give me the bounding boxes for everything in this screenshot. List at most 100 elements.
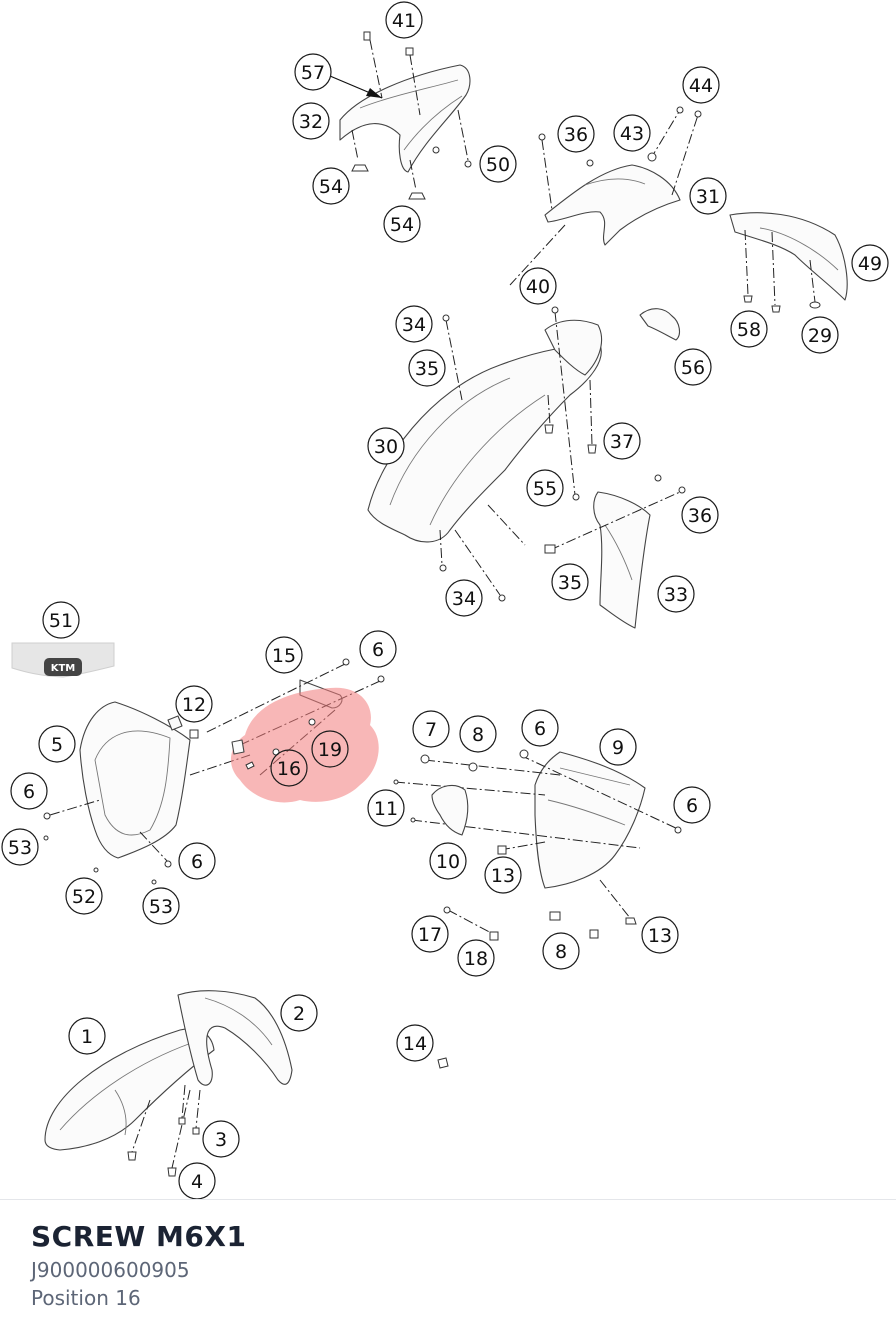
callout-label: 40 xyxy=(526,276,550,298)
callout-c43[interactable]: 43 xyxy=(613,114,651,152)
rear-bracket-part xyxy=(509,109,699,286)
callout-c3[interactable]: 3 xyxy=(202,1120,240,1158)
callout-c51[interactable]: 51 xyxy=(42,601,80,639)
callout-circle xyxy=(265,636,303,674)
callout-c6c[interactable]: 6 xyxy=(178,842,216,880)
callout-c52[interactable]: 52 xyxy=(65,877,103,915)
callout-c33[interactable]: 33 xyxy=(657,575,695,613)
callout-c53b[interactable]: 53 xyxy=(142,887,180,925)
callout-c14[interactable]: 14 xyxy=(396,1024,434,1062)
callout-c18[interactable]: 18 xyxy=(457,939,495,977)
callout-circle xyxy=(68,1017,106,1055)
callout-c12[interactable]: 12 xyxy=(175,685,213,723)
callout-circle xyxy=(10,772,48,810)
callout-label: 55 xyxy=(533,478,557,500)
callout-c19[interactable]: 19 xyxy=(311,730,349,768)
callout-c44[interactable]: 44 xyxy=(682,66,720,104)
callout-label: 15 xyxy=(272,645,296,667)
fender-bracket-part xyxy=(127,990,293,1177)
callout-c58[interactable]: 58 xyxy=(730,310,768,348)
callout-c7[interactable]: 7 xyxy=(412,710,450,748)
callout-c55[interactable]: 55 xyxy=(526,469,564,507)
callout-circle xyxy=(411,915,449,953)
callout-label: 6 xyxy=(686,795,698,817)
callout-c4[interactable]: 4 xyxy=(178,1162,216,1200)
callout-c40[interactable]: 40 xyxy=(519,267,557,305)
callout-c1[interactable]: 1 xyxy=(68,1017,106,1055)
callout-circle xyxy=(294,53,332,91)
callout-c30[interactable]: 30 xyxy=(367,427,405,465)
callout-c16[interactable]: 16 xyxy=(270,749,308,787)
callout-c8a[interactable]: 8 xyxy=(459,715,497,753)
callout-label: 18 xyxy=(464,948,488,970)
callout-c36a[interactable]: 36 xyxy=(557,115,595,153)
part-title: SCREW M6X1 xyxy=(31,1220,247,1253)
ktm-sticker-part: KTM xyxy=(11,642,115,678)
callout-label: 5 xyxy=(51,734,63,756)
part-position: Position 16 xyxy=(31,1286,141,1310)
callout-circle xyxy=(202,1120,240,1158)
callout-c49[interactable]: 49 xyxy=(851,244,889,282)
callout-circle xyxy=(65,877,103,915)
callout-c29[interactable]: 29 xyxy=(801,316,839,354)
callout-c6b[interactable]: 6 xyxy=(10,772,48,810)
callout-circle xyxy=(603,422,641,460)
callout-c41[interactable]: 41 xyxy=(385,1,423,39)
callout-circle xyxy=(359,630,397,668)
callout-c54b[interactable]: 54 xyxy=(383,205,421,243)
callout-c36b[interactable]: 36 xyxy=(681,496,719,534)
callout-circle xyxy=(367,427,405,465)
callout-circle xyxy=(484,856,522,894)
callout-c54a[interactable]: 54 xyxy=(312,167,350,205)
callout-c15[interactable]: 15 xyxy=(265,636,303,674)
callout-circle xyxy=(681,496,719,534)
callout-circle xyxy=(551,563,589,601)
tail-light-part xyxy=(676,106,848,313)
callout-label: 6 xyxy=(534,718,546,740)
callout-circle xyxy=(1,828,39,866)
callout-c13a[interactable]: 13 xyxy=(484,856,522,894)
callout-circle xyxy=(38,725,76,763)
callout-c53a[interactable]: 53 xyxy=(1,828,39,866)
callout-circle xyxy=(673,786,711,824)
callout-circle xyxy=(682,66,720,104)
part-info-footer: SCREW M6X1 J900000600905 Position 16 xyxy=(0,1199,896,1336)
callout-c6e[interactable]: 6 xyxy=(673,786,711,824)
callout-c2[interactable]: 2 xyxy=(280,994,318,1032)
callout-c9[interactable]: 9 xyxy=(599,728,637,766)
callout-c34a[interactable]: 34 xyxy=(395,305,433,343)
callout-c6d[interactable]: 6 xyxy=(521,709,559,747)
callout-c50[interactable]: 50 xyxy=(479,145,517,183)
callout-circle xyxy=(542,932,580,970)
exploded-parts-diagram: KTM xyxy=(1,1,889,1200)
callout-circle xyxy=(521,709,559,747)
callout-c6a[interactable]: 6 xyxy=(359,630,397,668)
callout-label: 6 xyxy=(372,639,384,661)
callout-label: 36 xyxy=(688,505,712,527)
callout-c56[interactable]: 56 xyxy=(674,348,712,386)
callout-c34b[interactable]: 34 xyxy=(445,579,483,617)
callout-label: 17 xyxy=(418,924,442,946)
callout-label: 49 xyxy=(858,253,882,275)
callout-c57[interactable]: 57 xyxy=(294,53,332,91)
callout-c10[interactable]: 10 xyxy=(429,842,467,880)
callout-c35a[interactable]: 35 xyxy=(408,349,446,387)
callout-c37[interactable]: 37 xyxy=(603,422,641,460)
callout-c11[interactable]: 11 xyxy=(367,789,405,827)
callout-label: 6 xyxy=(191,851,203,873)
seat-cowl-part xyxy=(329,31,472,200)
callout-c17[interactable]: 17 xyxy=(411,915,449,953)
callout-c5[interactable]: 5 xyxy=(38,725,76,763)
callout-circle xyxy=(311,730,349,768)
callout-c8b[interactable]: 8 xyxy=(542,932,580,970)
callout-c35b[interactable]: 35 xyxy=(551,563,589,601)
callout-c32[interactable]: 32 xyxy=(292,102,330,140)
callout-label: 7 xyxy=(425,719,437,741)
callout-c31[interactable]: 31 xyxy=(689,177,727,215)
callout-c13b[interactable]: 13 xyxy=(641,916,679,954)
highlight-position-16[interactable] xyxy=(230,687,379,803)
callout-label: 54 xyxy=(390,214,414,236)
callout-circle xyxy=(42,601,80,639)
callout-label: 33 xyxy=(664,584,688,606)
